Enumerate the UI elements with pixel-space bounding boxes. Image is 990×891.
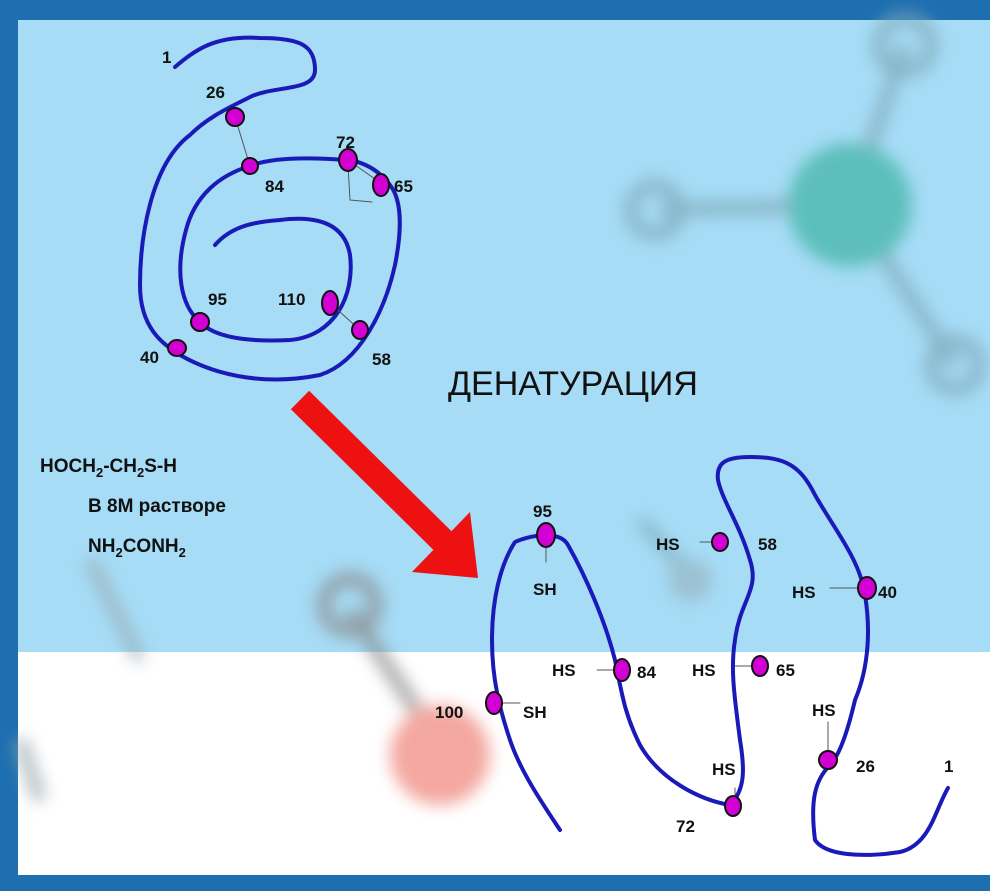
native-terminus-label: 1 <box>162 48 171 67</box>
denatured-residue-65 <box>751 655 769 677</box>
urea-formula: NH2CONH2 <box>88 536 186 560</box>
native-label-65: 65 <box>394 177 413 196</box>
denatured-hs-40: HS <box>792 583 816 602</box>
denatured-labels: 95 SH 100 SH HS 84 HS 72 HS 58 HS 65 HS … <box>435 502 953 836</box>
background-ground <box>18 652 990 875</box>
denatured-residue-72 <box>724 795 742 817</box>
native-residue-40 <box>167 339 187 357</box>
reagent-formula: HOCH2-CH2S-H <box>40 456 177 480</box>
denatured-residue-40 <box>857 576 877 600</box>
denatured-label-65: 65 <box>776 661 795 680</box>
native-residue-26 <box>225 107 245 127</box>
denatured-residue-95 <box>536 522 556 548</box>
native-residue-65 <box>372 173 390 197</box>
denaturation-arrow <box>290 390 478 578</box>
denatured-hs-84: HS <box>552 661 576 680</box>
native-residue-72 <box>338 148 358 172</box>
denatured-residue-84 <box>613 658 631 682</box>
denatured-residue-100 <box>485 691 503 715</box>
native-label-72: 72 <box>336 133 355 152</box>
native-label-58: 58 <box>372 350 391 369</box>
denatured-sh-100: SH <box>523 703 547 722</box>
conditions-text: HOCH2-CH2S-H В 8M растворе NH2CONH2 <box>40 456 226 560</box>
native-residue-95 <box>190 312 210 332</box>
native-label-110: 110 <box>278 290 305 309</box>
native-labels: 1 26 84 72 65 95 110 40 58 <box>140 48 413 369</box>
native-label-84: 84 <box>265 177 284 196</box>
denatured-label-95: 95 <box>533 502 552 521</box>
denatured-hs-26: HS <box>812 701 836 720</box>
native-label-40: 40 <box>140 348 159 367</box>
denatured-residue-58 <box>711 532 729 552</box>
native-label-26: 26 <box>206 83 225 102</box>
native-chain <box>138 35 402 382</box>
denatured-hs-58: HS <box>656 535 680 554</box>
denatured-label-58: 58 <box>758 535 777 554</box>
denatured-label-84: 84 <box>637 663 656 682</box>
denatured-hs-65: HS <box>692 661 716 680</box>
denatured-label-26: 26 <box>856 757 875 776</box>
solution-text: В 8M растворе <box>88 496 226 517</box>
denatured-hs-72: HS <box>712 760 736 779</box>
native-residues <box>167 107 390 357</box>
native-label-95: 95 <box>208 290 227 309</box>
denatured-label-72: 72 <box>676 817 695 836</box>
diagram-title: ДЕНАТУРАЦИЯ <box>448 365 698 403</box>
denatured-sh-95: SH <box>533 580 557 599</box>
native-residue-110 <box>321 290 339 316</box>
denatured-residues <box>485 522 877 817</box>
native-residue-84 <box>241 157 259 175</box>
decorative-molecule <box>13 12 986 805</box>
native-residue-58 <box>351 320 369 340</box>
denatured-label-100: 100 <box>435 703 463 722</box>
denatured-terminus-label: 1 <box>944 757 953 776</box>
denatured-residue-26 <box>818 750 838 770</box>
background-sky <box>18 20 990 652</box>
denatured-label-40: 40 <box>878 583 897 602</box>
